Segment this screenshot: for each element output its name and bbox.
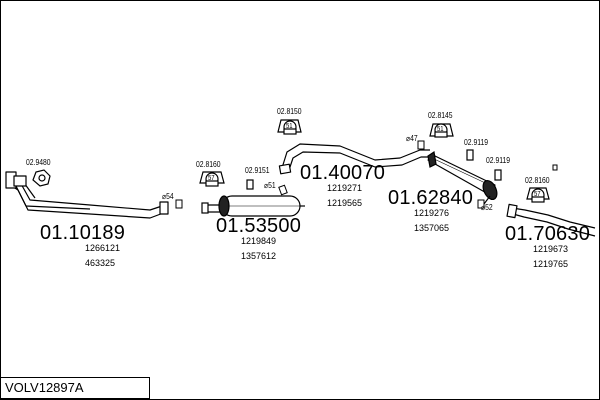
clamp-label[interactable]: ⌀47 xyxy=(406,134,418,143)
diameter-icon: ⌀ xyxy=(264,181,269,190)
accessory-code[interactable]: 02.9119 xyxy=(486,156,511,165)
diameter-icon: ⌀ xyxy=(162,192,167,201)
clamp-label[interactable]: ⌀51 xyxy=(264,181,276,190)
part-code[interactable]: 01.40070 xyxy=(300,162,386,184)
diameter-icon: ⌀ xyxy=(481,203,486,212)
hanger-size-badge: 57 xyxy=(534,191,541,198)
small-hanger-icon xyxy=(466,149,474,161)
part-ref: 1266121 xyxy=(85,243,121,253)
clamp-label[interactable]: ⌀52 xyxy=(481,203,493,212)
part-ref: 1219565 xyxy=(327,198,363,208)
part-code[interactable]: 01.10189 xyxy=(40,222,126,244)
part-code[interactable]: 01.70630 xyxy=(505,223,591,245)
hanger-size-badge: 51 xyxy=(286,123,293,130)
part-ref: 1219673 xyxy=(533,244,569,254)
part-ref: 1219849 xyxy=(241,236,277,246)
small-hanger-icon xyxy=(552,164,558,171)
rubber-hanger-icon xyxy=(32,169,51,187)
accessory-code[interactable]: 02.9119 xyxy=(464,138,489,147)
accessory-code[interactable]: 02.8145 xyxy=(428,111,453,120)
part-ref: 463325 xyxy=(85,258,116,268)
accessory-code[interactable]: 02.8160 xyxy=(196,160,221,169)
clamp-icon xyxy=(175,199,183,209)
accessory-code[interactable]: 02.8160 xyxy=(525,176,550,185)
part-ref: 1219276 xyxy=(414,208,450,218)
front-pipe-01-10189 xyxy=(5,171,169,219)
diameter-icon: ⌀ xyxy=(406,134,411,143)
diagram-title: VOLV12897A xyxy=(0,377,150,399)
hanger-size-badge: 57 xyxy=(208,175,215,182)
middle-silencer-01-53500 xyxy=(201,195,305,217)
accessory-code[interactable]: 02.9480 xyxy=(26,158,51,167)
part-code[interactable]: 01.53500 xyxy=(216,215,302,237)
part-ref: 1357065 xyxy=(414,223,450,233)
hanger-size-badge: 51 xyxy=(437,126,444,133)
small-hanger-icon xyxy=(246,179,254,190)
accessory-code[interactable]: 02.9151 xyxy=(245,166,270,175)
part-ref: 1219271 xyxy=(327,183,363,193)
part-code[interactable]: 01.62840 xyxy=(388,187,474,209)
clamp-icon xyxy=(417,140,425,150)
clamp-label[interactable]: ⌀54 xyxy=(162,192,174,201)
part-ref: 1219765 xyxy=(533,259,569,269)
clamp-icon xyxy=(278,184,288,196)
part-ref: 1357612 xyxy=(241,251,277,261)
small-hanger-icon xyxy=(494,169,502,181)
accessory-code[interactable]: 02.8150 xyxy=(277,107,302,116)
